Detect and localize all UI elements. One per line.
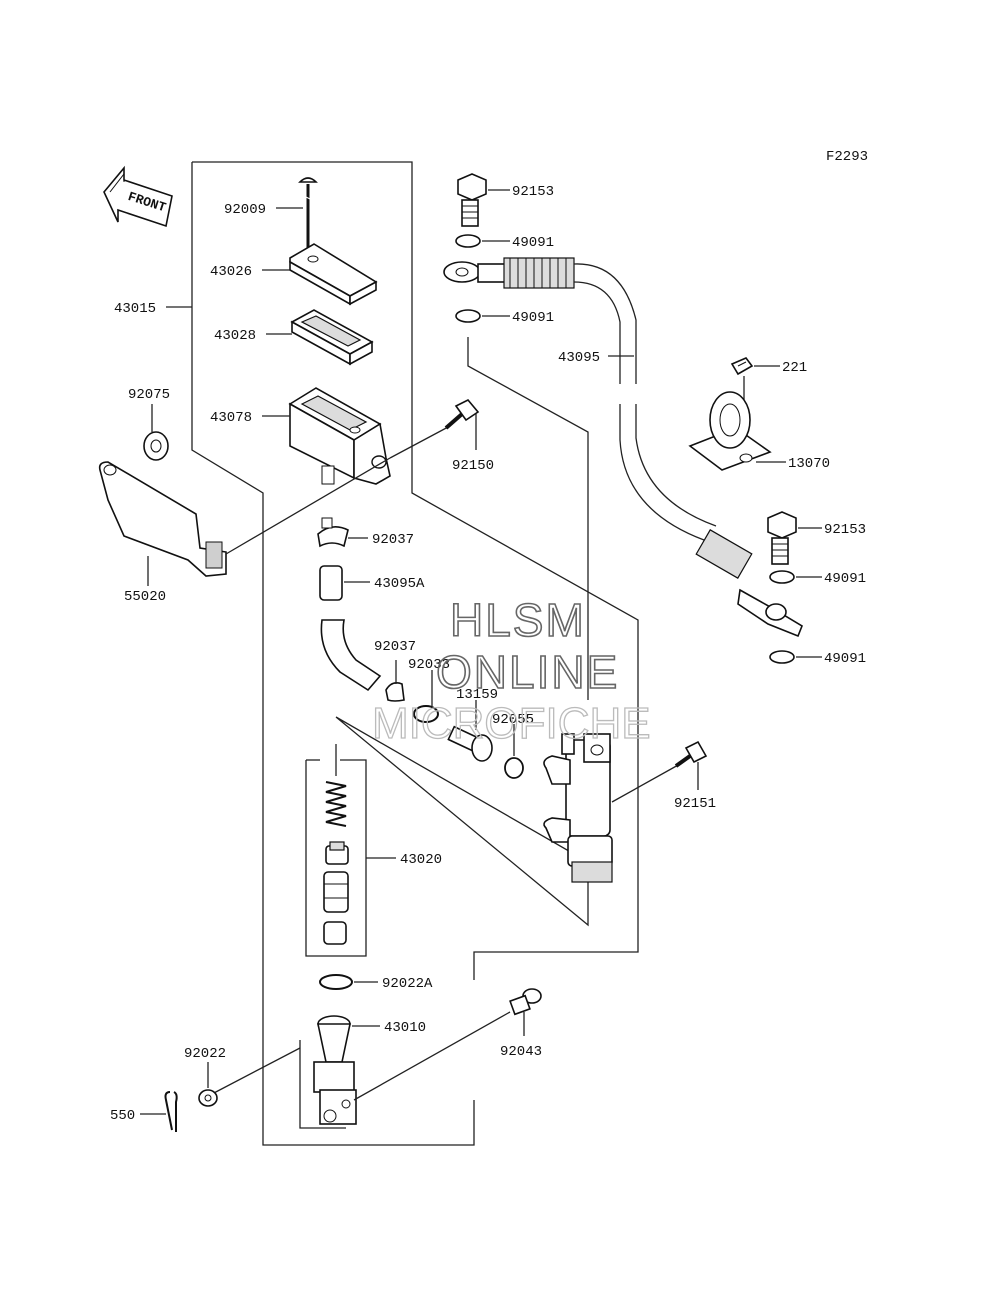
snap-ring-92022a bbox=[319, 974, 353, 990]
label-49091-a: 49091 bbox=[512, 235, 554, 251]
label-92153-upper: 92153 bbox=[512, 184, 554, 200]
watermark-line3: MICROFICHE bbox=[372, 699, 651, 748]
label-49091-c: 49091 bbox=[824, 571, 866, 587]
label-92022a: 92022A bbox=[382, 976, 433, 992]
circlip-92033 bbox=[413, 705, 439, 723]
banjo-bolt-92153-upper bbox=[457, 173, 487, 227]
label-43020: 43020 bbox=[400, 852, 442, 868]
label-92153-lower: 92153 bbox=[824, 522, 866, 538]
diaphragm-43028 bbox=[290, 309, 374, 366]
label-49091-d: 49091 bbox=[824, 651, 866, 667]
brake-hose-43095 bbox=[443, 257, 803, 638]
label-13070: 13070 bbox=[788, 456, 830, 472]
front-arrow-icon: FRONT bbox=[103, 165, 173, 228]
label-92055: 92055 bbox=[492, 712, 534, 728]
screw-92009 bbox=[298, 177, 318, 250]
label-92043: 92043 bbox=[500, 1044, 542, 1060]
piston-kit-43020 bbox=[305, 744, 367, 957]
washer-49091-c bbox=[769, 570, 795, 584]
washer-49091-b bbox=[455, 309, 481, 323]
label-92022: 92022 bbox=[184, 1046, 226, 1062]
cotter-pin-550 bbox=[164, 1091, 178, 1132]
label-92150: 92150 bbox=[452, 458, 494, 474]
bolt-92151 bbox=[674, 740, 708, 768]
watermark-line2: ONLINE bbox=[436, 646, 619, 698]
label-43095a: 43095A bbox=[374, 576, 425, 592]
label-43010: 43010 bbox=[384, 1020, 426, 1036]
washer-49091-a bbox=[455, 234, 481, 248]
label-43026: 43026 bbox=[210, 264, 252, 280]
label-221: 221 bbox=[782, 360, 807, 376]
label-13159: 13159 bbox=[456, 687, 498, 703]
spring-icon bbox=[325, 781, 347, 827]
label-92009: 92009 bbox=[224, 202, 266, 218]
reservoir-body-43078 bbox=[288, 387, 391, 485]
fitting-13159 bbox=[447, 725, 493, 762]
label-92037-upper: 92037 bbox=[372, 532, 414, 548]
label-55020: 55020 bbox=[124, 589, 166, 605]
label-92033: 92033 bbox=[408, 657, 450, 673]
banjo-bolt-92153-lower bbox=[767, 511, 797, 565]
label-43095: 43095 bbox=[558, 350, 600, 366]
hose-holder-13070 bbox=[688, 391, 772, 471]
label-49091-b: 49091 bbox=[512, 310, 554, 326]
grommet-92075 bbox=[143, 431, 169, 461]
label-43028: 43028 bbox=[214, 328, 256, 344]
o-ring-92055 bbox=[504, 757, 524, 779]
label-92151: 92151 bbox=[674, 796, 716, 812]
push-rod-43010 bbox=[313, 1015, 357, 1125]
bolt-92150 bbox=[444, 399, 480, 430]
reservoir-cap-43026 bbox=[289, 243, 378, 306]
washer-49091-d bbox=[769, 650, 795, 664]
pin-92043 bbox=[509, 988, 542, 1016]
screw-221 bbox=[730, 357, 754, 376]
bracket-55020 bbox=[98, 461, 227, 577]
washer-92022 bbox=[198, 1089, 218, 1107]
assembly-frame-lines bbox=[166, 161, 639, 1146]
clamp-92037-lower bbox=[385, 682, 405, 702]
label-43015: 43015 bbox=[114, 301, 156, 317]
label-550: 550 bbox=[110, 1108, 135, 1124]
figure-code: F2293 bbox=[826, 149, 868, 165]
clamp-92037-upper bbox=[317, 517, 349, 548]
label-92075: 92075 bbox=[128, 387, 170, 403]
watermark-line1: HLSM bbox=[450, 594, 586, 646]
watermark: HLSM ONLINE MICROFICHE bbox=[371, 593, 651, 748]
label-92037-lower: 92037 bbox=[374, 639, 416, 655]
hose-43095a bbox=[319, 565, 382, 692]
label-43078: 43078 bbox=[210, 410, 252, 426]
master-cylinder-body bbox=[543, 733, 613, 883]
